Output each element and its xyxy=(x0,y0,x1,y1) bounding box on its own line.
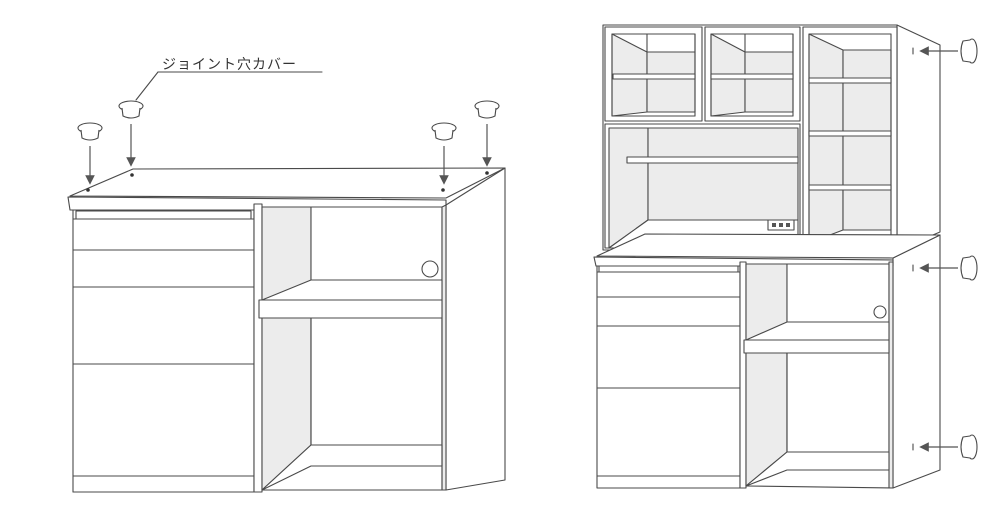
callout-leader xyxy=(135,71,159,101)
joint-hole xyxy=(441,188,445,192)
counter-cabinet-left xyxy=(67,167,506,493)
cover-cap xyxy=(474,100,500,119)
cover-cap xyxy=(77,122,103,141)
side-panel xyxy=(445,167,506,491)
joint-hole-cover-label: ジョイント穴カバー xyxy=(162,57,297,73)
joint-hole xyxy=(485,171,489,175)
lower-side-panel xyxy=(892,234,941,489)
cover-cap xyxy=(960,38,978,64)
drawer-unit xyxy=(596,265,741,489)
interior-left-wall xyxy=(261,206,312,491)
cover-cap xyxy=(960,434,978,460)
slide-shelf-front xyxy=(743,339,890,354)
drawer-unit xyxy=(72,209,255,493)
joint-hole xyxy=(130,173,134,177)
drawer-top-rail xyxy=(75,210,252,220)
cover-cap xyxy=(431,122,457,141)
interior-back-panel xyxy=(310,206,443,446)
joint-hole xyxy=(86,188,90,192)
cover-cap xyxy=(118,100,144,119)
joint-hole-covers-right xyxy=(912,38,978,460)
slide-shelf-front xyxy=(258,299,443,319)
niche-shelf xyxy=(626,156,799,164)
top-board xyxy=(69,167,506,199)
cover-cap xyxy=(960,255,978,281)
upper-side-panel xyxy=(896,24,941,251)
cable-hole xyxy=(421,260,439,278)
cable-hole xyxy=(873,305,887,319)
joint-hole-covers-left xyxy=(77,71,500,185)
cupboard-right xyxy=(593,24,941,489)
